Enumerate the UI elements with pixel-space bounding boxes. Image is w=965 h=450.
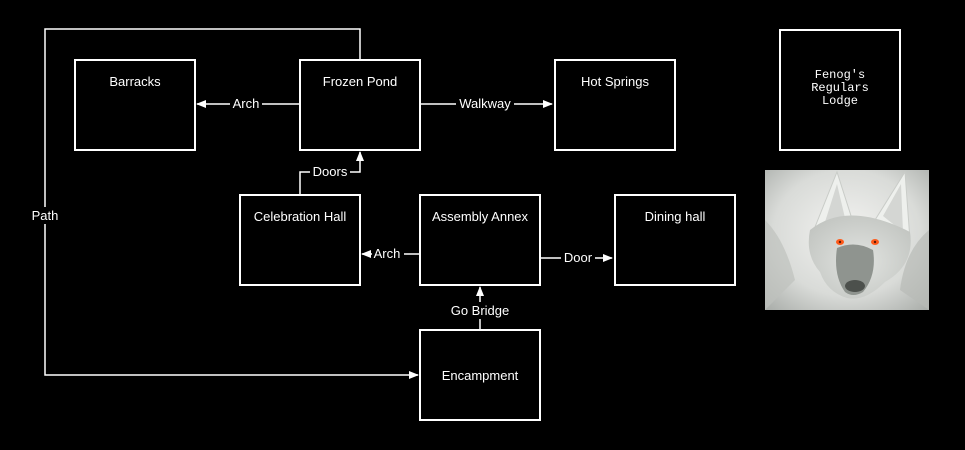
room-barracks[interactable]: Barracks <box>74 59 196 151</box>
room-hot-springs-label: Hot Springs <box>581 74 649 89</box>
room-hot-springs[interactable]: Hot Springs <box>554 59 676 151</box>
room-assembly-annex[interactable]: Assembly Annex <box>419 194 541 286</box>
room-barracks-label: Barracks <box>109 74 161 89</box>
arch-barracks-label: Arch <box>233 96 260 111</box>
room-lodge-label-line-3: Lodge <box>821 94 858 108</box>
walkway-label-bg <box>456 96 514 112</box>
arch-barracks-label-bg <box>230 96 262 112</box>
room-encampment[interactable]: Encampment <box>419 329 541 421</box>
door-dining-label: Door <box>564 250 593 265</box>
room-assembly-annex-label: Assembly Annex <box>431 209 529 224</box>
arch-celebration-label: Arch <box>374 246 401 261</box>
arch-celebration-label-bg <box>372 246 404 262</box>
go-bridge-label-bg <box>446 302 514 319</box>
path-connector <box>44 28 419 379</box>
path-label: Path <box>32 208 59 223</box>
room-lodge-label-line-2: Regulars <box>811 81 869 95</box>
room-lodge-label-line-1: Fenog's <box>814 68 866 82</box>
room-lodge[interactable]: Fenog's Regulars Lodge <box>779 29 901 151</box>
doors-label: Doors <box>313 164 348 179</box>
room-celebration-hall-label: Celebration Hall <box>253 209 347 224</box>
walkway-label: Walkway <box>459 96 511 111</box>
path-label-bg <box>28 207 62 224</box>
room-frozen-pond-label: Frozen Pond <box>322 74 398 89</box>
door-dining-label-bg <box>561 250 595 266</box>
room-dining-hall[interactable]: Dining hall <box>614 194 736 286</box>
room-dining-hall-label: Dining hall <box>644 209 706 224</box>
doors-label-bg <box>310 164 350 180</box>
go-bridge-label: Go Bridge <box>451 303 510 318</box>
room-celebration-hall[interactable]: Celebration Hall <box>239 194 361 286</box>
room-encampment-label: Encampment <box>441 368 519 383</box>
wolf-portrait-image <box>765 170 929 310</box>
room-frozen-pond[interactable]: Frozen Pond <box>299 59 421 151</box>
